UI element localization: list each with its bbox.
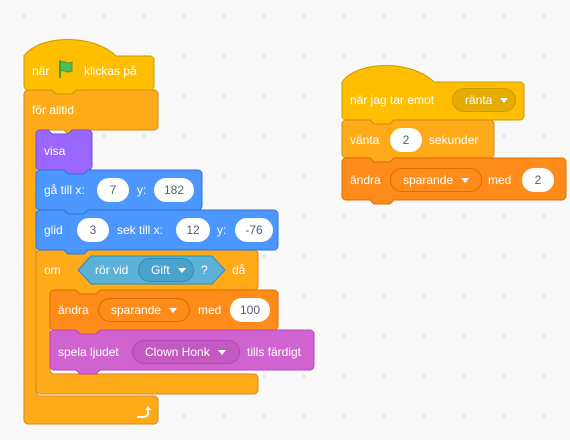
glide-label: glid — [44, 223, 63, 237]
change-var-label: ändra — [58, 303, 89, 317]
goto-y-input[interactable]: 182 — [154, 178, 194, 202]
message-value: ränta — [465, 93, 493, 107]
glide-x-input[interactable]: 12 — [176, 218, 210, 242]
hat-suffix-label: klickas på — [84, 64, 137, 78]
touching-question-label: ? — [201, 263, 208, 277]
change-var-2-variable-dropdown[interactable]: sparande — [390, 168, 482, 192]
chevron-down-icon — [500, 97, 509, 103]
chevron-down-icon — [177, 267, 186, 273]
touching-target-value: Gift — [151, 263, 170, 277]
goto-y-label: y: — [137, 183, 147, 197]
goto-x-input[interactable]: 7 — [97, 178, 129, 202]
if-then-label: då — [232, 263, 246, 277]
change-var-by-label: med — [198, 303, 222, 317]
chevron-down-icon — [461, 177, 470, 183]
change-var-2-label: ändra — [350, 173, 381, 187]
wait-label: vänta — [350, 133, 380, 147]
wait-suffix-label: sekunder — [429, 133, 479, 147]
if-label: om — [44, 263, 61, 277]
change-var-2-by-label: med — [488, 173, 512, 187]
receive-label: när jag tar emot — [350, 93, 435, 107]
play-sound-label: spela ljudet — [58, 345, 119, 359]
chevron-down-icon — [169, 307, 178, 313]
change-var-value-input[interactable]: 100 — [230, 298, 270, 322]
loop-arrow-icon — [135, 404, 151, 423]
change-var-2-variable-value: sparande — [403, 173, 454, 187]
change-var-variable-dropdown[interactable]: sparande — [98, 298, 190, 322]
green-flag-icon — [56, 59, 76, 82]
change-var-variable-value: sparande — [111, 303, 162, 317]
hat-prefix-label: när — [32, 64, 50, 78]
glide-y-input[interactable]: -76 — [235, 218, 273, 242]
forever-label: för alltid — [32, 103, 75, 117]
sound-dropdown[interactable]: Clown Honk — [132, 340, 240, 364]
goto-label: gå till x: — [44, 183, 85, 197]
chevron-down-icon — [217, 349, 226, 355]
show-label: visa — [44, 144, 66, 158]
sound-value: Clown Honk — [145, 345, 210, 359]
glide-secs-input[interactable]: 3 — [77, 218, 109, 242]
glide-secs-label: sek till x: — [117, 223, 164, 237]
glide-y-label: y: — [217, 223, 227, 237]
play-sound-suffix-label: tills färdigt — [247, 345, 302, 359]
wait-seconds-input[interactable]: 2 — [390, 128, 422, 152]
touching-target-dropdown[interactable]: Gift — [138, 258, 194, 282]
change-var-2-value-input[interactable]: 2 — [522, 168, 554, 192]
touching-label: rör vid — [95, 263, 129, 277]
message-dropdown[interactable]: ränta — [452, 88, 516, 112]
